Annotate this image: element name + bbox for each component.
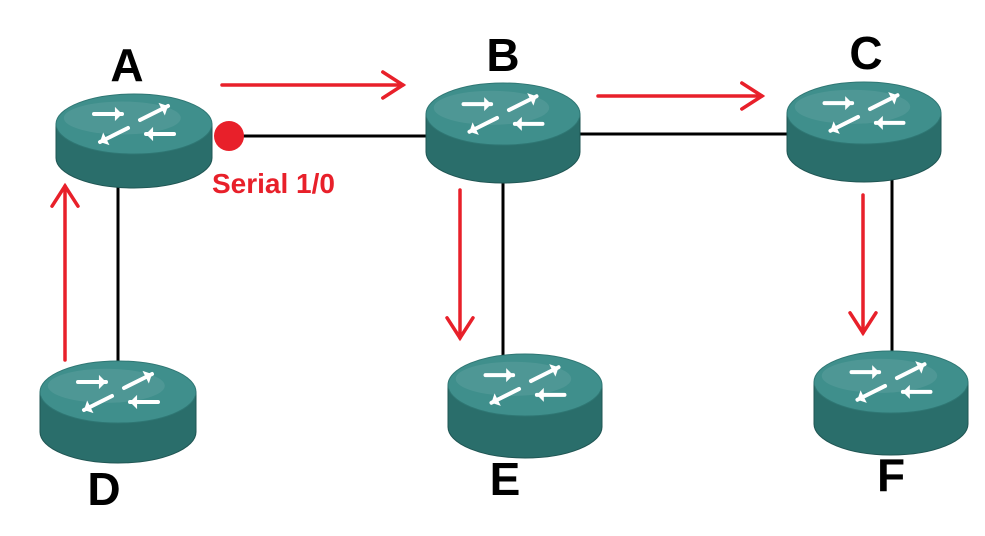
router-label-d: D [87, 463, 121, 515]
flow-arrow-c-to-f [848, 193, 878, 337]
router-label-f: F [876, 449, 906, 501]
flow-arrow-d-to-a [50, 182, 80, 362]
router-label-b: B [486, 29, 520, 81]
router-label-a: A [110, 39, 144, 91]
serial-port-label: Serial 1/0 [212, 168, 335, 199]
router-b-icon [425, 82, 581, 184]
router-label-c: C [849, 27, 883, 79]
router-a-icon [55, 93, 213, 189]
flow-arrow-a-to-b [220, 70, 407, 100]
router-d-icon [39, 360, 197, 464]
port-dot-icon [214, 121, 244, 151]
router-c-icon [786, 81, 942, 183]
router-label-e: E [489, 453, 521, 505]
router-e-icon [447, 353, 603, 459]
flow-arrow-b-to-e [445, 188, 475, 342]
flow-arrow-b-to-c [596, 81, 766, 111]
router-f-icon [813, 350, 969, 456]
